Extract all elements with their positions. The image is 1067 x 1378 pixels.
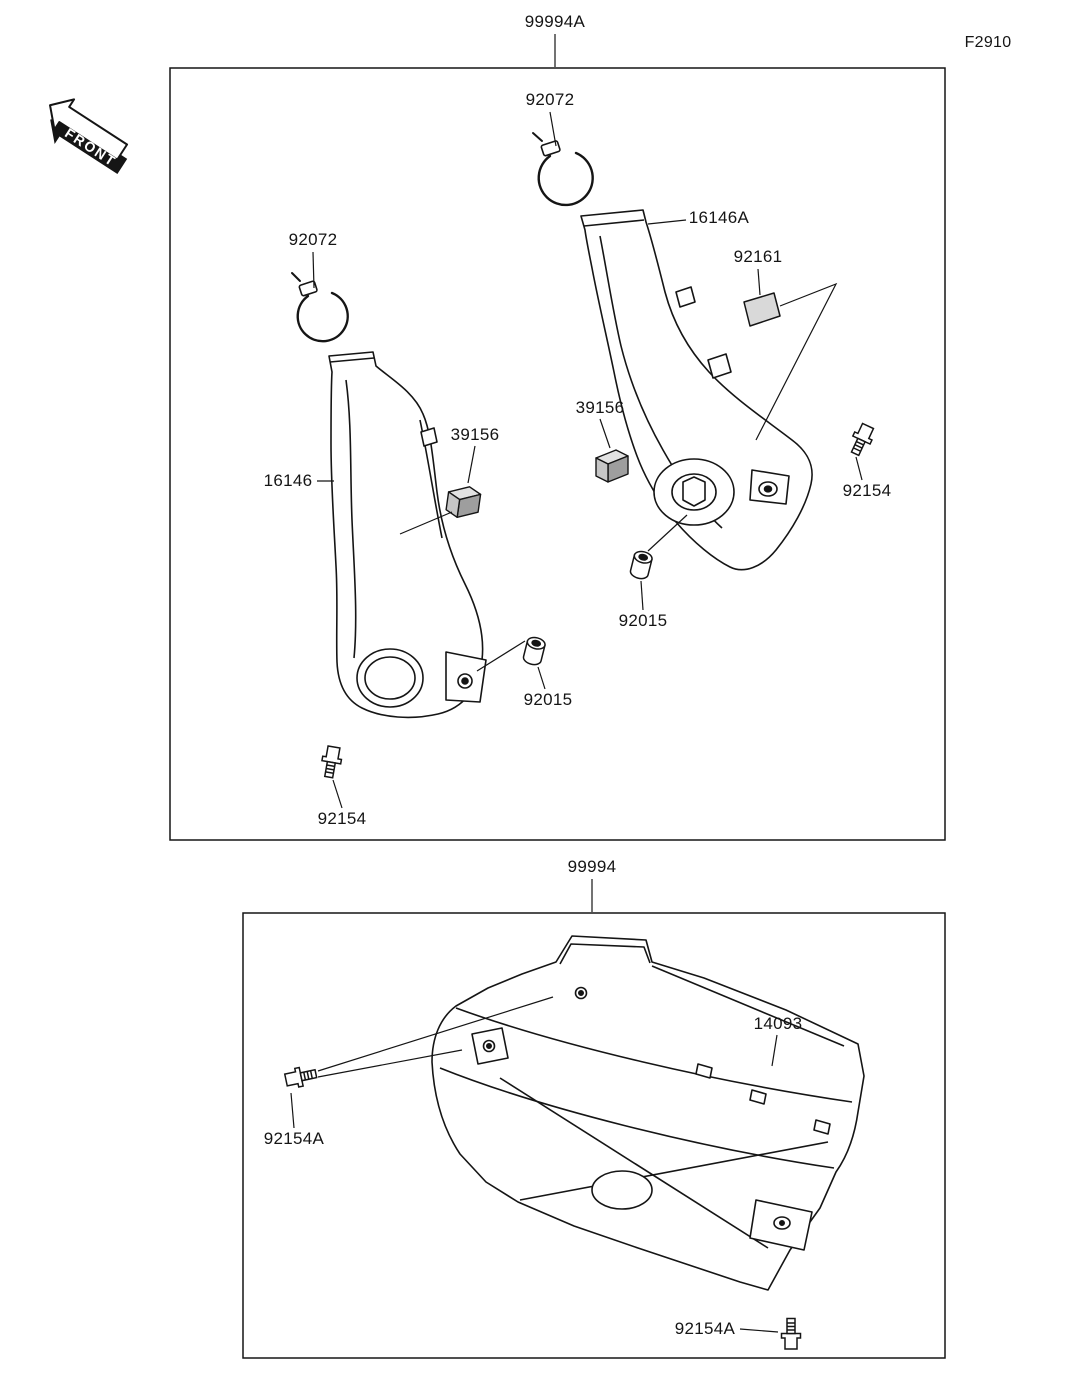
- part-cable-tie-top: [532, 132, 594, 207]
- figure-code: F2910: [964, 34, 1012, 51]
- part-right-frame-cover: [580, 209, 813, 571]
- part-label-92015-left[interactable]: 92015: [523, 690, 573, 709]
- part-pad: [743, 292, 781, 327]
- part-left-frame-cover: [328, 351, 487, 719]
- part-label-92154-right[interactable]: 92154: [842, 481, 892, 500]
- part-grommet-left: [521, 635, 547, 668]
- part-label-16146A[interactable]: 16146A: [688, 208, 750, 227]
- part-label-92154A-bottom[interactable]: 92154A: [674, 1319, 736, 1338]
- part-label-16146[interactable]: 16146: [263, 471, 313, 490]
- part-label-99994A[interactable]: 99994A: [524, 12, 586, 31]
- part-label-14093[interactable]: 14093: [753, 1014, 803, 1033]
- part-damper-left: [445, 486, 482, 519]
- part-cable-tie-left: [291, 272, 349, 343]
- part-label-92154-left[interactable]: 92154: [317, 809, 367, 828]
- bottom-assembly-box: [242, 912, 946, 1359]
- part-label-92072-left[interactable]: 92072: [288, 230, 338, 249]
- part-skid-plate: [431, 935, 865, 1291]
- part-damper-right: [595, 449, 629, 483]
- part-label-92072-top[interactable]: 92072: [525, 90, 575, 109]
- leader-lines: [290, 34, 863, 1333]
- part-label-39156-left[interactable]: 39156: [450, 425, 500, 444]
- front-arrow-icon: FRONT: [49, 98, 129, 175]
- part-label-92015-right[interactable]: 92015: [618, 611, 668, 630]
- part-label-39156-right[interactable]: 39156: [575, 398, 625, 417]
- part-bolt-right: [845, 421, 878, 459]
- part-bolt-plate-left: [283, 1063, 319, 1091]
- part-label-99994[interactable]: 99994: [567, 857, 617, 876]
- part-bolt-left: [318, 744, 345, 780]
- part-bolt-plate-bottom: [780, 1317, 802, 1350]
- part-label-92161[interactable]: 92161: [733, 247, 783, 266]
- top-assembly-box: [169, 67, 946, 841]
- part-label-92154A-left[interactable]: 92154A: [263, 1129, 325, 1148]
- part-grommet-right: [628, 549, 654, 582]
